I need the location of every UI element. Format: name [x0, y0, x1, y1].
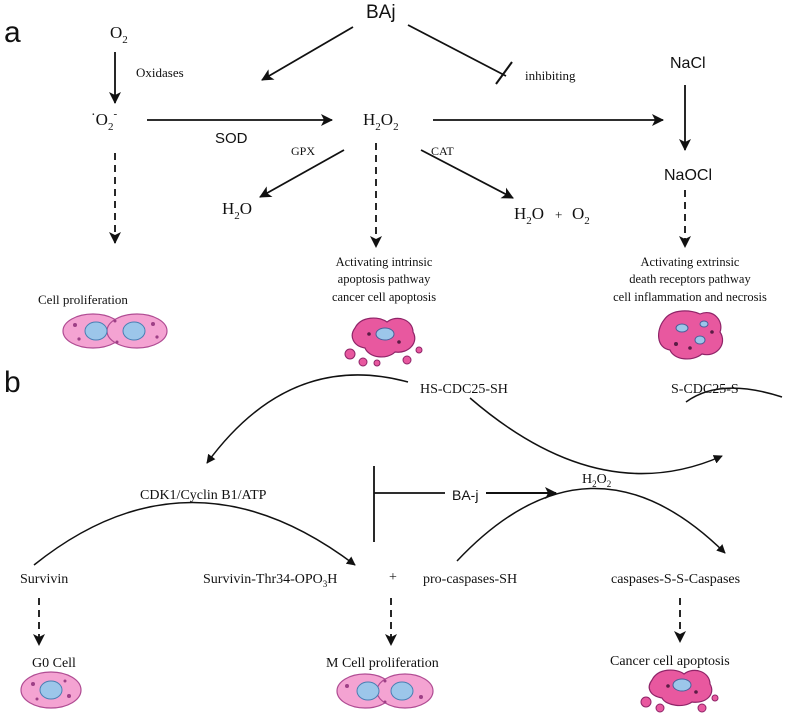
- caspases-label: caspases-S-S-Caspases: [611, 572, 740, 587]
- oxidases-label: Oxidases: [136, 65, 184, 80]
- curve-caspases-oxidation: [456, 487, 726, 562]
- ba-j-label: BA-j: [452, 487, 478, 503]
- h2o2-label: H2O2: [363, 110, 399, 133]
- o2-right-label: O2: [572, 204, 590, 227]
- gpx-label: GPX: [291, 144, 315, 158]
- intrinsic-line-1: Activating intrinsic: [336, 255, 433, 269]
- pro-caspases-label: pro-caspases-SH: [423, 572, 517, 587]
- inhibit-bar: [495, 61, 513, 85]
- m-cell-proliferation-icon: [336, 673, 434, 709]
- h2o2-label-b: H2O2: [582, 472, 611, 489]
- cat-label: CAT: [431, 144, 454, 158]
- g0-cell-label: G0 Cell: [32, 656, 76, 671]
- necrotic-cell-icon: [658, 310, 724, 360]
- sod-label: SOD: [215, 130, 248, 147]
- panel-b-letter: b: [4, 366, 21, 399]
- nacl-label: NaCl: [670, 55, 706, 72]
- cancer-apoptotic-cell-icon: [640, 669, 719, 713]
- panel-a-letter: a: [4, 16, 21, 49]
- extrinsic-line-2: death receptors pathway: [629, 272, 751, 286]
- o2-label: O2: [110, 23, 128, 46]
- inhibit-baj-to-cat: [407, 24, 507, 77]
- arrow-gpx: [259, 149, 345, 198]
- intrinsic-line-3: cancer cell apoptosis: [332, 290, 436, 304]
- survivin-label: Survivin: [20, 572, 68, 587]
- hs-cdc25-sh-label: HS-CDC25-SH: [420, 382, 508, 397]
- g0-cell-icon: [20, 671, 82, 709]
- h2o-right-label: H2O: [514, 204, 544, 227]
- curve-hs-cdc25-to-h2o2: [469, 397, 723, 475]
- arrow-cat: [420, 149, 514, 199]
- h2o-left-label: H2O: [222, 199, 252, 222]
- normal-dividing-cell-icon: [62, 313, 168, 349]
- m-cell-label: M Cell proliferation: [326, 656, 439, 671]
- cdk1-label: CDK1/Cyclin B1/ATP: [140, 488, 267, 503]
- apoptotic-cell-icon: [344, 317, 423, 367]
- arrow-baj-to-superoxide: [261, 26, 354, 81]
- extrinsic-line-1: Activating extrinsic: [641, 255, 740, 269]
- plus-label-a: +: [555, 207, 562, 222]
- intrinsic-line-2: apoptosis pathway: [338, 272, 431, 286]
- plus-label-b: +: [389, 570, 397, 585]
- superoxide-label: ·O2-: [91, 108, 117, 133]
- curve-survivin-phosphorylation: [33, 501, 356, 566]
- survivin-thr34-label: Survivin-Thr34-OPO3H: [203, 572, 337, 589]
- curve-hs-cdc25-to-cdk1: [206, 374, 409, 464]
- cancer-apoptosis-label: Cancer cell apoptosis: [610, 654, 730, 669]
- baj-label: BAj: [366, 2, 396, 23]
- s-cdc25-s-label: S-CDC25-S: [671, 382, 739, 397]
- inhibiting-label: inhibiting: [525, 68, 576, 83]
- naocl-label: NaOCl: [664, 167, 712, 184]
- cell-proliferation-label: Cell proliferation: [38, 292, 128, 307]
- extrinsic-line-3: cell inflammation and necrosis: [613, 290, 767, 304]
- curve-s-cdc25-s: [685, 387, 783, 403]
